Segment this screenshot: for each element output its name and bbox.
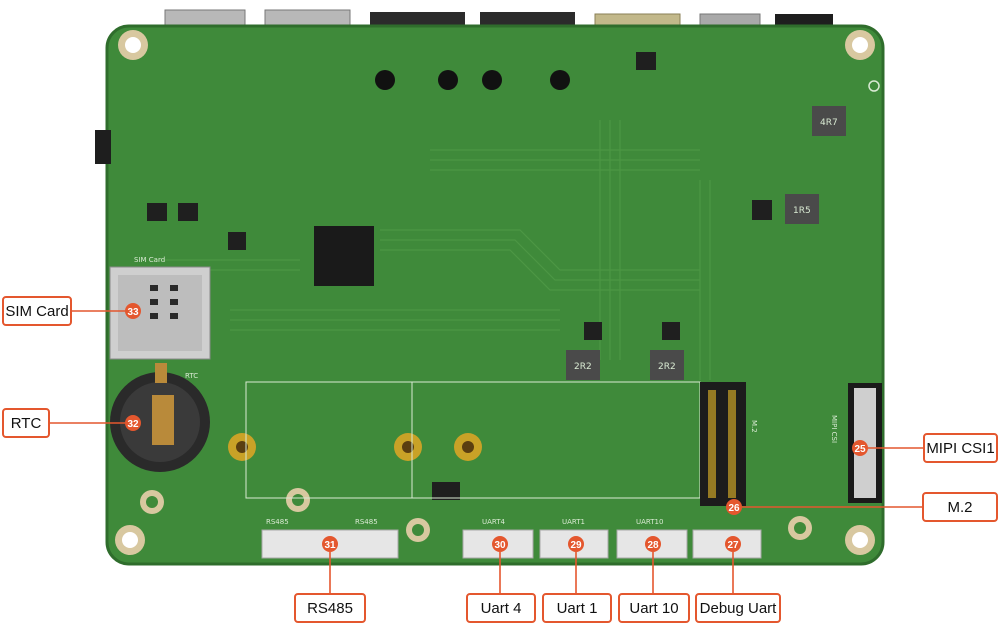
callout-rtc-label: RTC bbox=[10, 414, 42, 432]
silk-sim: SIM Card bbox=[134, 256, 165, 264]
svg-text:29: 29 bbox=[570, 540, 582, 551]
pcb-board bbox=[107, 26, 883, 564]
mounting-holes bbox=[115, 30, 880, 555]
callout-debug-uart: Debug Uart bbox=[695, 593, 781, 623]
callout-m2-label: M.2 bbox=[947, 498, 973, 516]
rtc-battery-holder bbox=[110, 363, 210, 472]
callout-mipi-csi1: MIPI CSI1 bbox=[923, 433, 998, 463]
marker-26: 26 bbox=[726, 499, 742, 515]
top-black-knobs bbox=[375, 70, 570, 90]
callout-uart1: Uart 1 bbox=[542, 593, 612, 623]
callout-sim-card: SIM Card bbox=[2, 296, 72, 326]
marker-28: 28 bbox=[645, 536, 661, 552]
callout-uart4-label: Uart 4 bbox=[480, 599, 522, 617]
small-ics bbox=[147, 52, 772, 500]
marker-27: 27 bbox=[725, 536, 741, 552]
callout-mipi-csi1-label: MIPI CSI1 bbox=[926, 439, 995, 457]
callout-rtc: RTC bbox=[2, 408, 50, 438]
inductor-label-4: 4R7 bbox=[820, 118, 838, 128]
svg-text:28: 28 bbox=[647, 540, 659, 551]
callout-uart10: Uart 10 bbox=[618, 593, 690, 623]
callout-rs485-label: RS485 bbox=[307, 599, 353, 617]
silk-rs485-a: RS485 bbox=[266, 518, 289, 526]
silk-rtc: RTC bbox=[185, 372, 198, 380]
gold-posts bbox=[228, 433, 482, 461]
svg-text:26: 26 bbox=[728, 503, 740, 514]
m2-slot bbox=[700, 382, 746, 506]
silk-mipi: MIPI CSI bbox=[830, 415, 838, 443]
silk-m2: M.2 bbox=[750, 420, 758, 433]
callout-lines bbox=[50, 310, 923, 596]
callout-debug-uart-label: Debug Uart bbox=[699, 599, 777, 617]
callout-rs485: RS485 bbox=[294, 593, 366, 623]
inductor-label-1: 2R2 bbox=[574, 362, 592, 372]
marker-31: 31 bbox=[322, 536, 338, 552]
svg-text:33: 33 bbox=[127, 307, 139, 318]
callout-sim-card-label: SIM Card bbox=[5, 302, 69, 320]
main-soc bbox=[314, 226, 374, 286]
silk-rs485-b: RS485 bbox=[355, 518, 378, 526]
marker-30: 30 bbox=[492, 536, 508, 552]
audio-jack bbox=[95, 130, 111, 164]
sim-card-holder bbox=[109, 266, 211, 360]
marker-29: 29 bbox=[568, 536, 584, 552]
svg-text:31: 31 bbox=[324, 540, 336, 551]
callout-uart1-label: Uart 1 bbox=[556, 599, 598, 617]
svg-text:32: 32 bbox=[127, 419, 139, 430]
marker-32: 32 bbox=[125, 415, 141, 431]
svg-text:25: 25 bbox=[854, 444, 866, 455]
callout-uart4: Uart 4 bbox=[466, 593, 536, 623]
callout-m2: M.2 bbox=[922, 492, 998, 522]
callout-uart10-label: Uart 10 bbox=[629, 599, 679, 617]
svg-text:27: 27 bbox=[727, 540, 739, 551]
marker-25: 25 bbox=[852, 440, 868, 456]
svg-text:30: 30 bbox=[494, 540, 506, 551]
silk-uart10: UART10 bbox=[636, 518, 663, 526]
marker-33: 33 bbox=[125, 303, 141, 319]
inductor-label-2: 2R2 bbox=[658, 362, 676, 372]
inductors bbox=[566, 106, 846, 380]
silk-uart4: UART4 bbox=[482, 518, 506, 526]
inductor-label-3: 1R5 bbox=[793, 206, 811, 216]
silk-uart1: UART1 bbox=[562, 518, 585, 526]
